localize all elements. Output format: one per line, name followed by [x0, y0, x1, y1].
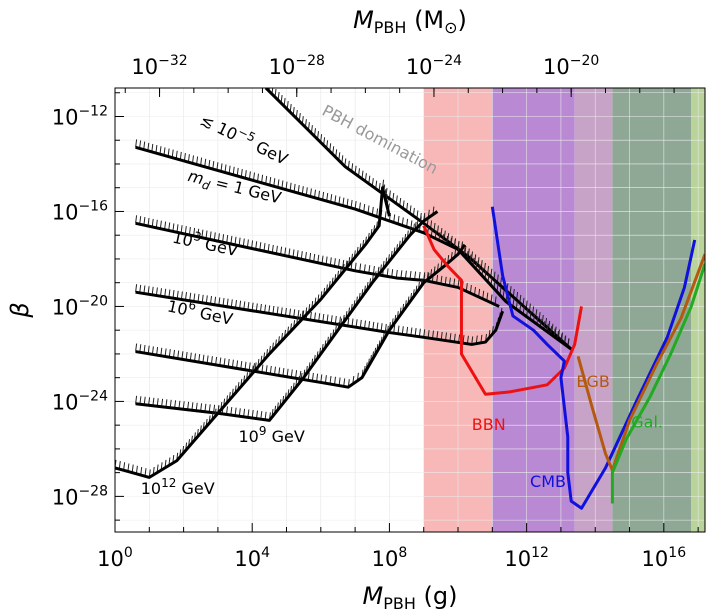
- x-tick-label: 1016: [642, 545, 687, 571]
- curve-10-gev: [135, 210, 439, 422]
- x-tick-label: 100: [97, 545, 133, 571]
- curve-10-gev: [264, 88, 573, 351]
- y-axis-label: β: [6, 302, 34, 318]
- annotation-egb: EGB: [576, 372, 609, 391]
- hatched-curves: [115, 88, 573, 479]
- x-tick-label: 1012: [504, 545, 549, 571]
- x2-tick-label: 10−20: [543, 53, 599, 79]
- annotation-10-gev: 103 GeV: [171, 225, 240, 260]
- annotation-m-1-gev: md = 1 GeV: [185, 166, 283, 210]
- annotation-gal: Gal.: [631, 413, 663, 432]
- annotation-10-gev: 106 GeV: [166, 294, 235, 329]
- axis-ticks: 100 104 108 1012 1016 10−12 10−16 10−20 10−24 10−…: [52, 53, 699, 571]
- x-tick-label: 104: [234, 545, 270, 571]
- y-tick-label: 10−20: [52, 293, 108, 319]
- x-axis-label: MPBH (g): [363, 582, 458, 613]
- y-tick-label: 10−16: [52, 198, 108, 224]
- constraint-egb: [576, 253, 705, 472]
- x2-tick-label: 10−24: [406, 53, 462, 79]
- x2-axis-label: MPBH (M⊙): [353, 6, 467, 37]
- annotation-cmb: CMB: [530, 472, 566, 491]
- curve-10-gev: [135, 243, 467, 389]
- constraint-gal: [610, 263, 705, 504]
- region-gal: [612, 88, 692, 532]
- annotation-pbh-domination: PBH domination: [319, 101, 441, 178]
- x2-tick-label: 10−28: [269, 53, 325, 79]
- annotation-10-gev: 1012 GeV: [141, 476, 215, 498]
- hatch-10-gev: [135, 215, 497, 305]
- x-tick-label: 108: [372, 545, 408, 571]
- shaded-regions: [423, 88, 705, 532]
- constraint-bbn: [422, 225, 583, 396]
- curve-10-gev: [135, 221, 500, 308]
- y-tick-label: 10−24: [52, 388, 108, 414]
- constraint-cmb: [490, 206, 697, 510]
- x2-tick-label: 10−32: [131, 53, 187, 79]
- curve-m-d-1-gev: [135, 145, 573, 351]
- constraint-curves: [422, 206, 705, 510]
- y-tick-label: 10−12: [52, 103, 108, 129]
- plot-frame: [114, 87, 706, 533]
- curve-10-gev-lower: [115, 186, 391, 479]
- annotation-10-gev: 109 GeV: [238, 424, 304, 446]
- annotation-bbn: BBN: [472, 415, 506, 434]
- hatch-m-d-1-gev: [135, 139, 570, 347]
- y-tick-label: 10−28: [52, 483, 108, 509]
